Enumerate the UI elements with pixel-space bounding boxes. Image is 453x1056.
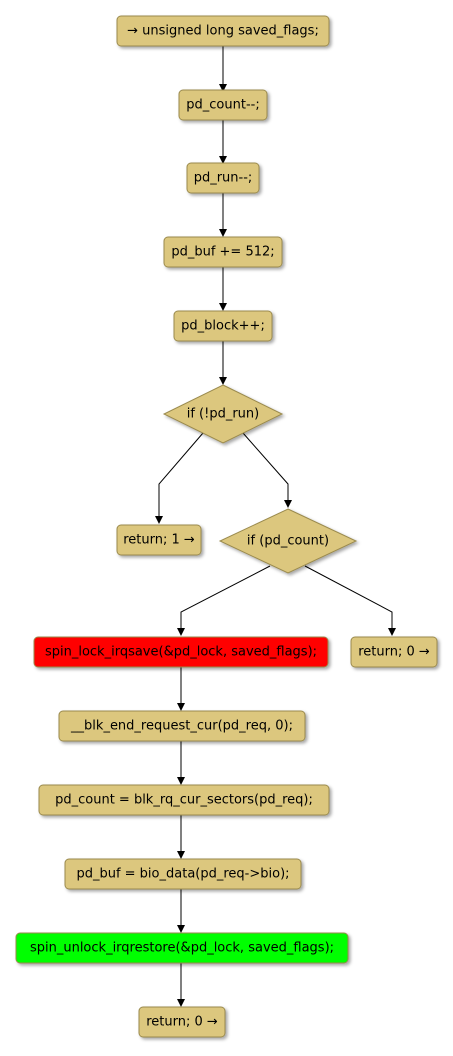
node-label: pd_count = blk_rq_cur_sectors(pd_req);	[55, 793, 313, 808]
arrowhead	[388, 628, 396, 636]
arrowhead	[177, 999, 185, 1007]
node-label: → unsigned long saved_flags;	[127, 24, 319, 39]
arrowhead	[219, 303, 227, 311]
node-return-0-a: return; 0 →	[350, 636, 438, 668]
edges	[155, 46, 396, 1007]
node-label: pd_block++;	[181, 319, 265, 334]
node-label: spin_unlock_irqrestore(&pd_lock, saved_f…	[30, 941, 334, 956]
node-blk-end: __blk_end_request_cur(pd_req, 0);	[58, 710, 306, 742]
arrowhead	[155, 516, 163, 524]
node-label: return; 0 →	[358, 645, 430, 660]
edge-ifrun-return1	[158, 432, 204, 516]
node-label: pd_count--;	[186, 98, 259, 113]
decision-if-run: if (!pd_run)	[162, 384, 284, 444]
decision-if-count: if (pd_count)	[218, 508, 358, 574]
node-label: spin_lock_irqsave(&pd_lock, saved_flags)…	[45, 645, 317, 660]
node-run-dec: pd_run--;	[186, 162, 260, 194]
arrowhead	[177, 628, 185, 636]
edge-ifrun-ifcount	[242, 432, 289, 500]
decision-label: if (!pd_run)	[187, 407, 260, 422]
node-label: pd_buf = bio_data(pd_req->bio);	[76, 867, 289, 882]
node-buf-assign: pd_buf = bio_data(pd_req->bio);	[64, 858, 302, 890]
node-return-0-b: return; 0 →	[138, 1006, 226, 1038]
arrowhead	[219, 377, 227, 385]
decision-label: if (pd_count)	[247, 534, 329, 549]
arrowhead	[219, 84, 227, 92]
node-return-1: return; 1 →	[116, 524, 202, 556]
node-label: pd_buf += 512;	[171, 245, 274, 260]
edge-ifcount-spinlock	[180, 565, 271, 628]
node-count-assign: pd_count = blk_rq_cur_sectors(pd_req);	[38, 784, 330, 816]
node-buf-inc: pd_buf += 512;	[163, 236, 283, 268]
arrowhead	[219, 229, 227, 237]
arrowhead	[219, 156, 227, 164]
arrowhead	[177, 703, 185, 711]
node-block-inc: pd_block++;	[173, 310, 273, 342]
node-label: return; 0 →	[146, 1015, 218, 1030]
node-spin-unlock: spin_unlock_irqrestore(&pd_lock, saved_f…	[15, 932, 349, 964]
node-label: __blk_end_request_cur(pd_req, 0);	[70, 719, 293, 734]
arrowhead	[177, 851, 185, 859]
node-label: return; 1 →	[123, 533, 195, 548]
node-count-dec: pd_count--;	[178, 89, 268, 121]
arrowhead	[284, 500, 292, 508]
node-decl: → unsigned long saved_flags;	[116, 15, 330, 47]
arrowhead	[177, 777, 185, 785]
arrowhead	[177, 925, 185, 933]
edge-ifcount-return0	[304, 565, 393, 628]
node-spin-lock: spin_lock_irqsave(&pd_lock, saved_flags)…	[33, 636, 329, 668]
node-label: pd_run--;	[194, 171, 253, 186]
